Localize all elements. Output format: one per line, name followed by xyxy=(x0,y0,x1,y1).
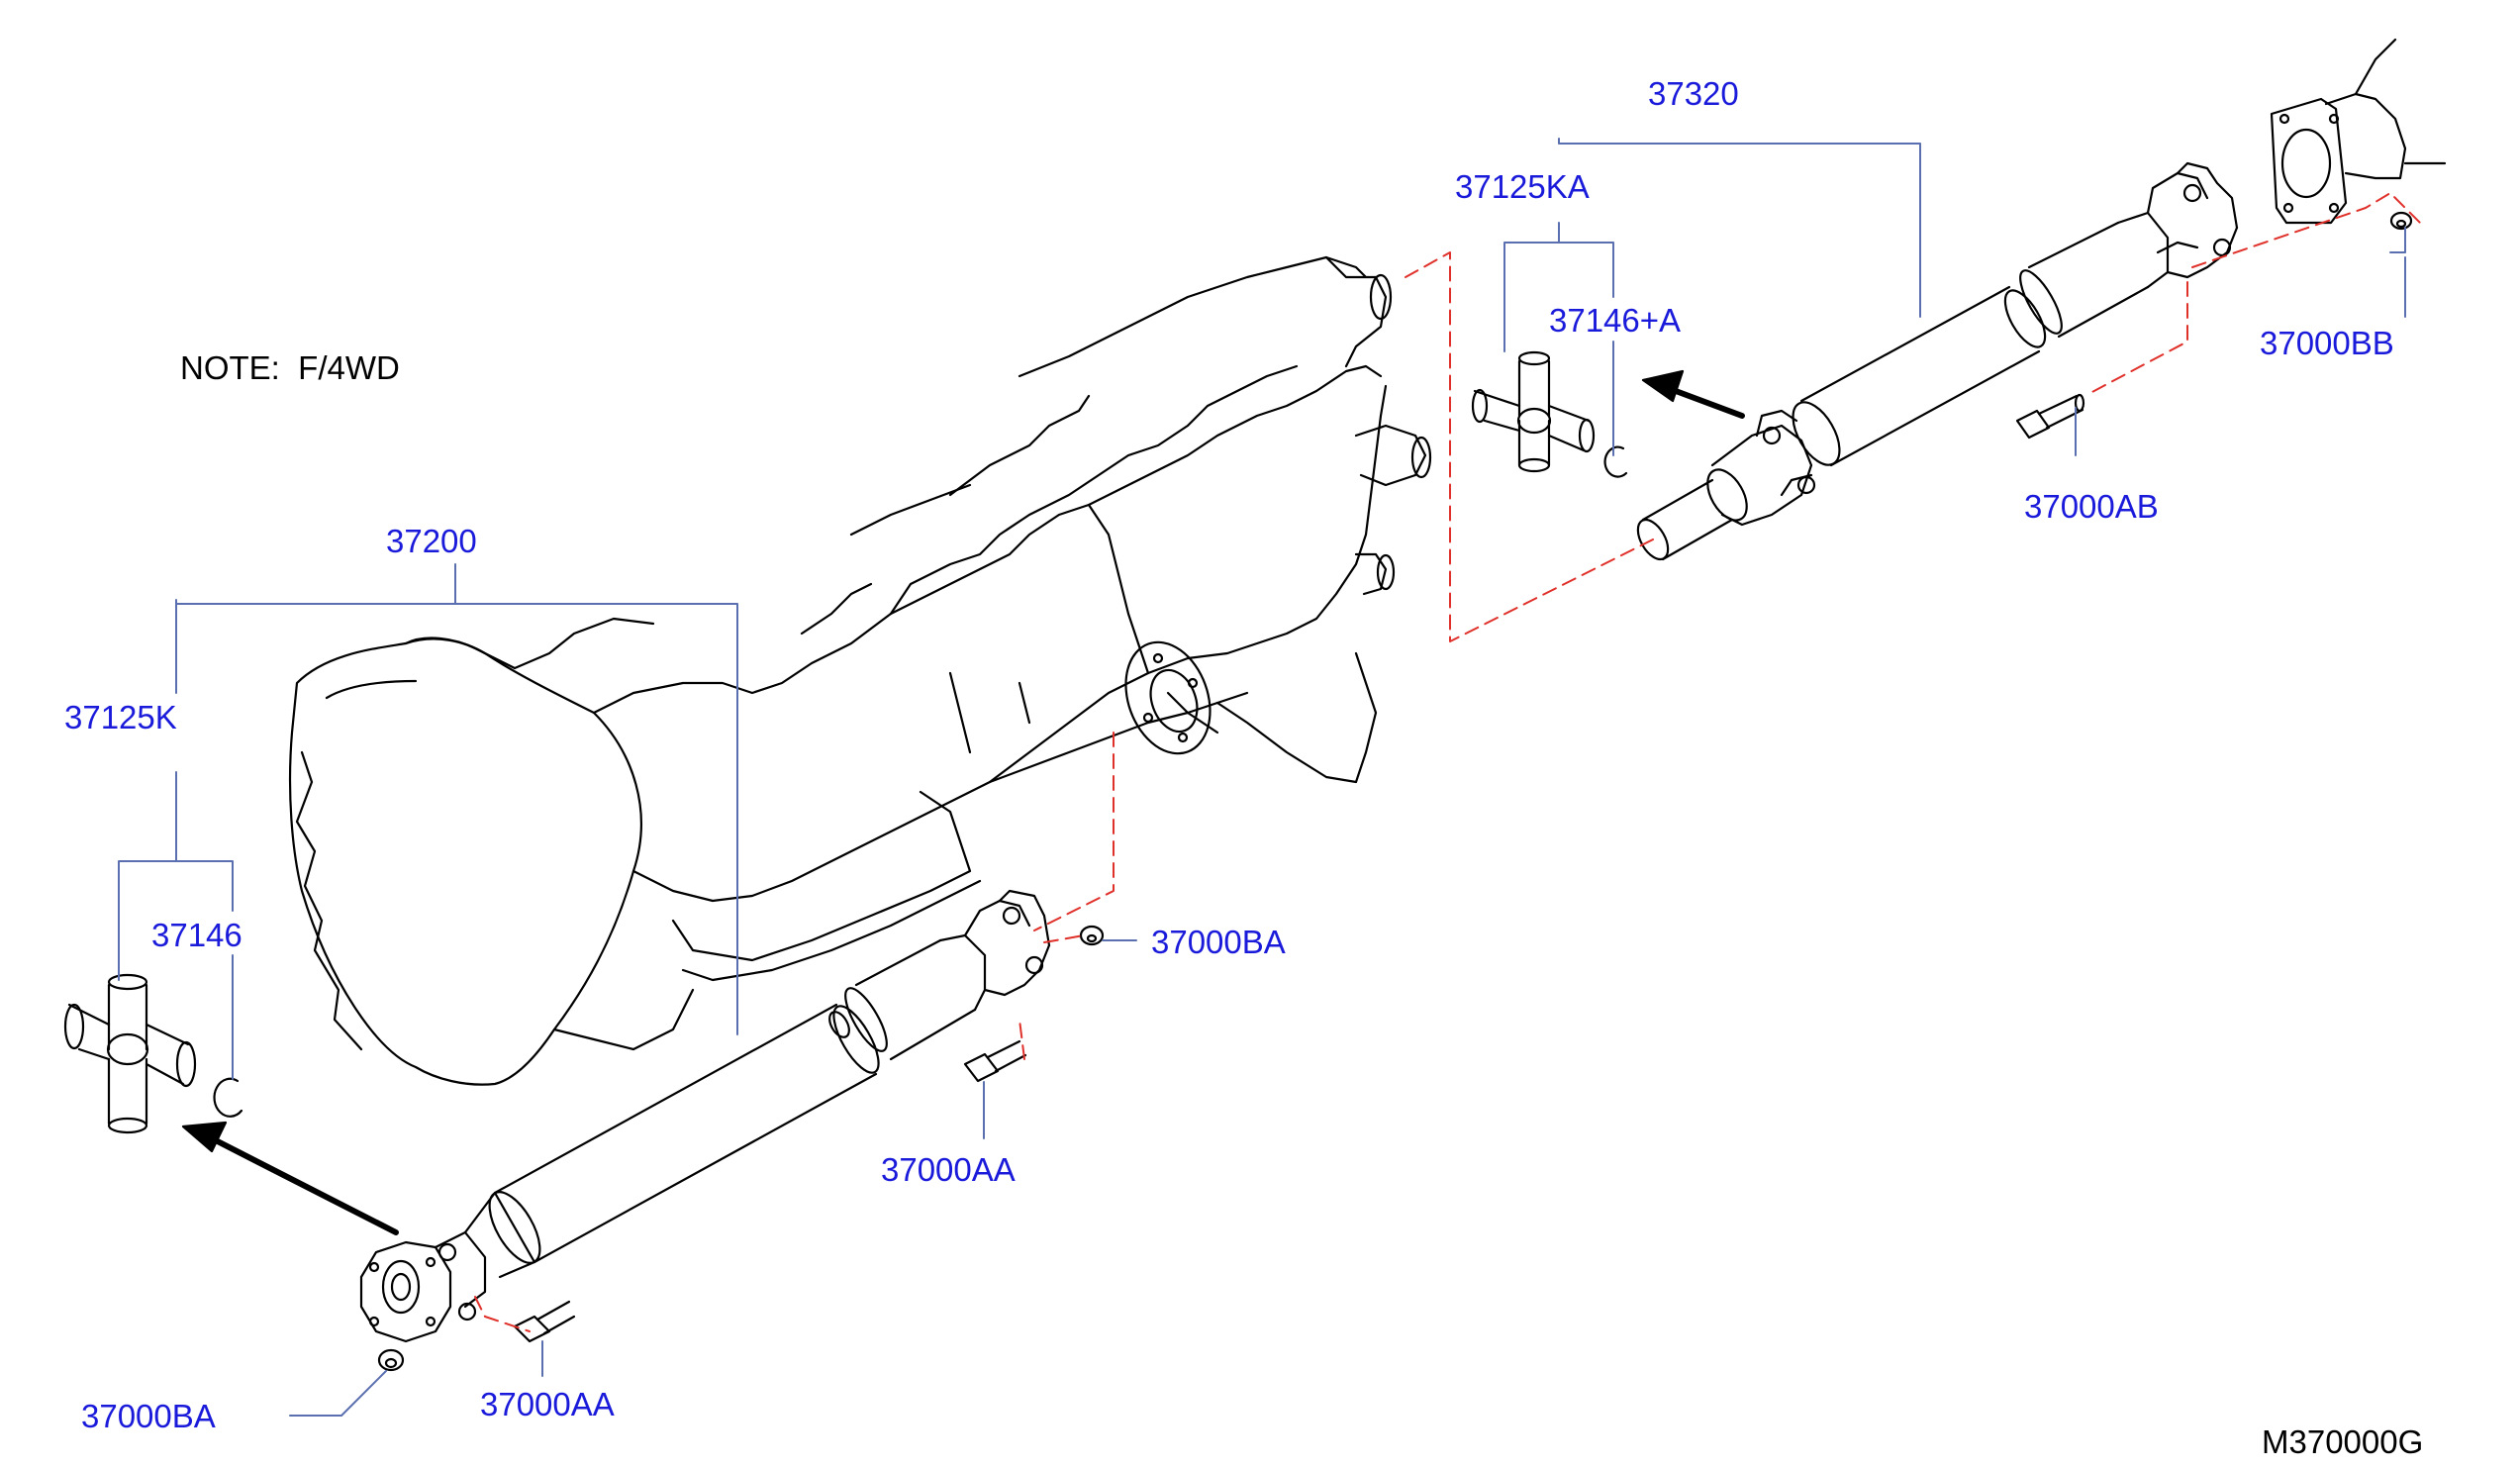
part-label-37000BA-lower[interactable]: 37000BA xyxy=(81,1398,216,1434)
bolt-37000AB xyxy=(2015,393,2085,440)
nut-37000BA-upper xyxy=(1079,925,1105,946)
universal-joint-spider-upper xyxy=(1471,350,1596,473)
part-label-37125K[interactable]: 37125K xyxy=(64,699,177,735)
part-label-37200[interactable]: 37200 xyxy=(386,523,477,559)
part-label-37146[interactable]: 37146 xyxy=(151,917,242,953)
bolt-37000AA-lower xyxy=(513,1300,576,1343)
part-label-37000AB[interactable]: 37000AB xyxy=(2024,488,2159,525)
part-label-37000AA-lower[interactable]: 37000AA xyxy=(480,1386,615,1422)
part-label-37320[interactable]: 37320 xyxy=(1648,75,1739,112)
front-propeller-shaft xyxy=(359,889,1051,1343)
snap-ring-upper xyxy=(1603,445,1628,478)
differential-flange xyxy=(2270,38,2447,225)
part-label-37000BB[interactable]: 37000BB xyxy=(2260,325,2394,361)
part-label-37000BA-upper[interactable]: 37000BA xyxy=(1151,924,1286,960)
bolt-37000AA-mid xyxy=(963,1039,1027,1083)
part-label-37146A[interactable]: 37146+A xyxy=(1549,302,1682,339)
assembly-lines xyxy=(474,192,2421,1332)
leader-lines xyxy=(118,138,2406,1417)
snap-ring-lower xyxy=(213,1077,243,1118)
part-label-37000AA-mid[interactable]: 37000AA xyxy=(881,1151,1016,1188)
nut-37000BB xyxy=(2389,211,2413,231)
universal-joint-spider-lower xyxy=(63,973,197,1134)
note-text: NOTE: F/4WD xyxy=(180,349,400,386)
arrow-upper xyxy=(1641,369,1745,419)
transmission-drawing xyxy=(288,255,1432,1086)
diagram-code: M370000G xyxy=(2262,1423,2424,1460)
rear-propeller-shaft xyxy=(1636,161,2239,561)
part-label-37125KA[interactable]: 37125KA xyxy=(1455,168,1590,205)
arrow-lower xyxy=(181,1121,399,1235)
nut-37000BA-lower xyxy=(377,1348,405,1372)
transmission-flange xyxy=(1124,640,1212,755)
